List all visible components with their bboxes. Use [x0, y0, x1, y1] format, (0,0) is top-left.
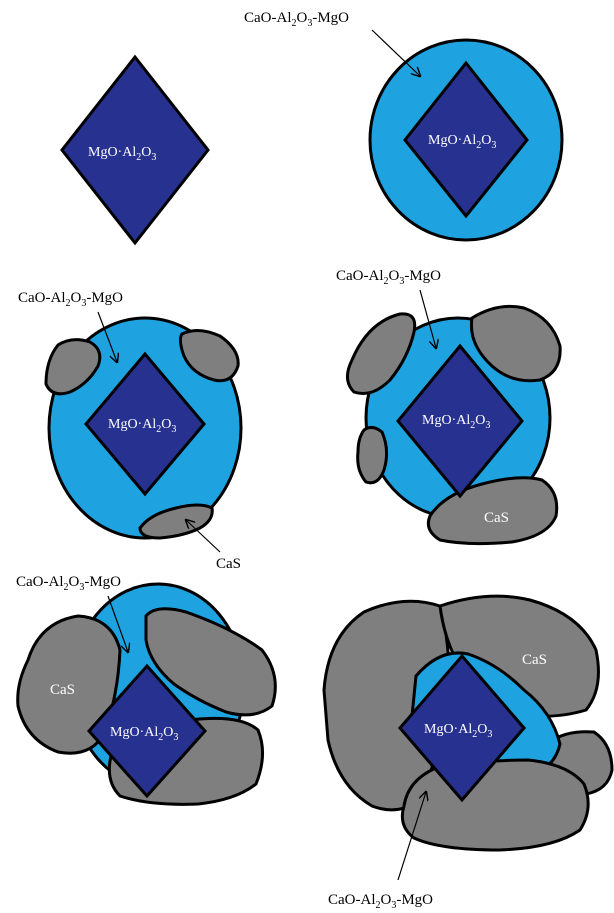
panel-5: MgO·Al2O3 CaO-Al2O3-MgO CaS [16, 574, 275, 804]
shell-label: CaO-Al2O3-MgO [328, 892, 433, 911]
shell-label: CaO-Al2O3-MgO [244, 10, 349, 29]
shell-arrow [372, 30, 420, 76]
panel-4: MgO·Al2O3 CaO-Al2O3-MgO CaS [336, 268, 560, 544]
cas-label: CaS [522, 652, 547, 668]
shell-label: CaO-Al2O3-MgO [16, 574, 121, 593]
panel-1: MgO·Al2O3 [62, 57, 208, 243]
panel-6: MgO·Al2O3 CaS CaO-Al2O3-MgO [324, 596, 612, 911]
cas-label: CaS [216, 556, 241, 572]
cas-label: CaS [484, 510, 509, 526]
shell-label: CaO-Al2O3-MgO [336, 268, 441, 287]
panel-2: MgO·Al2O3 CaO-Al2O3-MgO [244, 10, 562, 240]
cas-particle [402, 760, 588, 850]
panel-3: MgO·Al2O3 CaO-Al2O3-MgO CaS [18, 290, 241, 572]
cas-particle [358, 427, 387, 482]
cas-label: CaS [50, 682, 75, 698]
shell-label: CaO-Al2O3-MgO [18, 290, 123, 309]
